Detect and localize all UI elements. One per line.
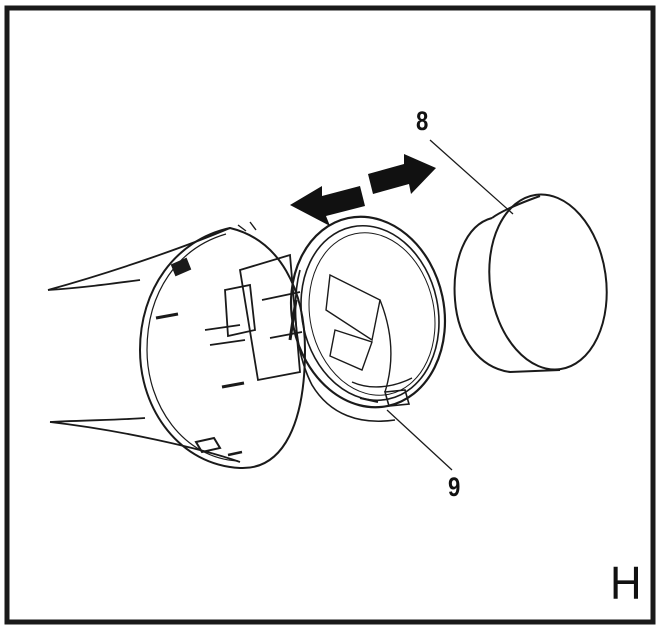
callout-label-9: 9: [448, 472, 461, 502]
retaining-ring: [288, 215, 447, 423]
arrow-left-icon: [290, 186, 365, 226]
direction-arrows: [290, 154, 436, 226]
diagram-border: [4, 5, 656, 625]
leader-line-8: [429, 139, 514, 215]
leader-line-9: [386, 409, 453, 471]
handle-tube: [47, 227, 241, 463]
arrow-right-icon: [368, 154, 436, 194]
panel-letter: H: [610, 557, 642, 609]
callout-label-8: 8: [416, 106, 429, 136]
tube-mouth: [138, 221, 307, 470]
end-cap: [453, 193, 608, 374]
leader-lines: [386, 139, 514, 471]
